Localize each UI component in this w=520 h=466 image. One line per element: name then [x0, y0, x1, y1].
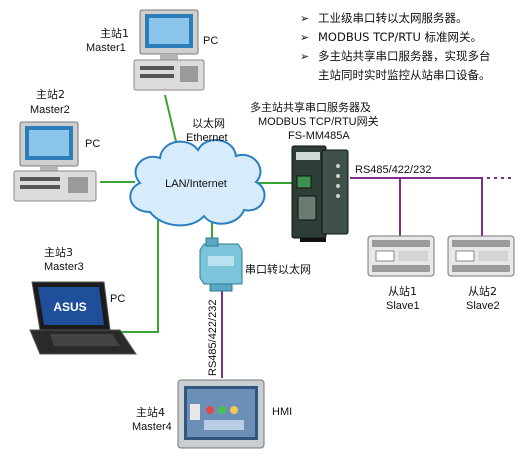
- master3-en-label: Master3: [44, 261, 84, 273]
- ethernet-cn-label: 以太网: [192, 117, 225, 130]
- master4-en-label: Master4: [132, 421, 172, 433]
- feature-bullet-1: ➢: [300, 12, 309, 25]
- master4-device-label: HMI: [272, 406, 292, 418]
- converter-label: 串口转以太网: [245, 262, 311, 276]
- slave2-cn-label: 从站2: [468, 284, 497, 298]
- master2-pc: [13, 121, 97, 202]
- master3-cn-label: 主站3: [44, 245, 73, 259]
- gateway-title-line2: MODBUS TCP/RTU网关: [258, 114, 379, 128]
- feature-4: 主站同时实时监控从站串口设备。: [318, 68, 491, 82]
- gateway-device: [291, 145, 349, 242]
- ethernet-en-label: Ethernet: [186, 132, 228, 144]
- feature-bullet-2: ➢: [300, 31, 309, 44]
- cloud-shape: [129, 138, 266, 227]
- master1-cn-label: 主站1: [100, 26, 129, 40]
- link-master1-cloud: [164, 94, 179, 151]
- serial-bus-label: RS485/422/232: [355, 164, 431, 176]
- gateway-model: FS-MM485A: [288, 130, 350, 142]
- master1-pc: [133, 9, 205, 91]
- cloud-label: LAN/Internet: [165, 178, 227, 190]
- feature-3: 多主站共享串口服务器，实现多台: [318, 49, 491, 63]
- slave1-plc: [367, 235, 435, 277]
- slave1-en-label: Slave1: [386, 300, 420, 312]
- vertical-bus-label: RS485/422/232: [207, 300, 219, 376]
- feature-1: 工业级串口转以太网服务器。: [318, 11, 468, 25]
- lan-internet-cloud: LAN/Internet: [129, 138, 266, 227]
- feature-list: ➢ 工业级串口转以太网服务器。 ➢ MODBUS TCP/RTU 标准网关。 ➢…: [300, 11, 491, 82]
- hmi-panel: [177, 379, 265, 449]
- feature-bullet-3: ➢: [300, 50, 309, 63]
- master1-en-label: Master1: [86, 42, 126, 54]
- master2-en-label: Master2: [30, 104, 70, 116]
- master1-device-label: PC: [203, 35, 218, 47]
- master4-cn-label: 主站4: [136, 405, 165, 419]
- link-master3-cloud: [120, 212, 159, 333]
- master2-cn-label: 主站2: [36, 87, 65, 101]
- master3-laptop: ASUS: [29, 281, 137, 355]
- laptop-brand: ASUS: [53, 300, 86, 314]
- slave2-en-label: Slave2: [466, 300, 500, 312]
- master3-device-label: PC: [110, 293, 125, 305]
- serial-links: [221, 177, 514, 378]
- gateway-title-line1: 多主站共享串口服务器及: [250, 100, 371, 114]
- feature-2: MODBUS TCP/RTU 标准网关。: [318, 30, 482, 44]
- slave1-cn-label: 从站1: [388, 284, 417, 298]
- master2-device-label: PC: [85, 138, 100, 150]
- serial-ethernet-converter: [199, 237, 243, 292]
- slave2-plc: [447, 235, 515, 277]
